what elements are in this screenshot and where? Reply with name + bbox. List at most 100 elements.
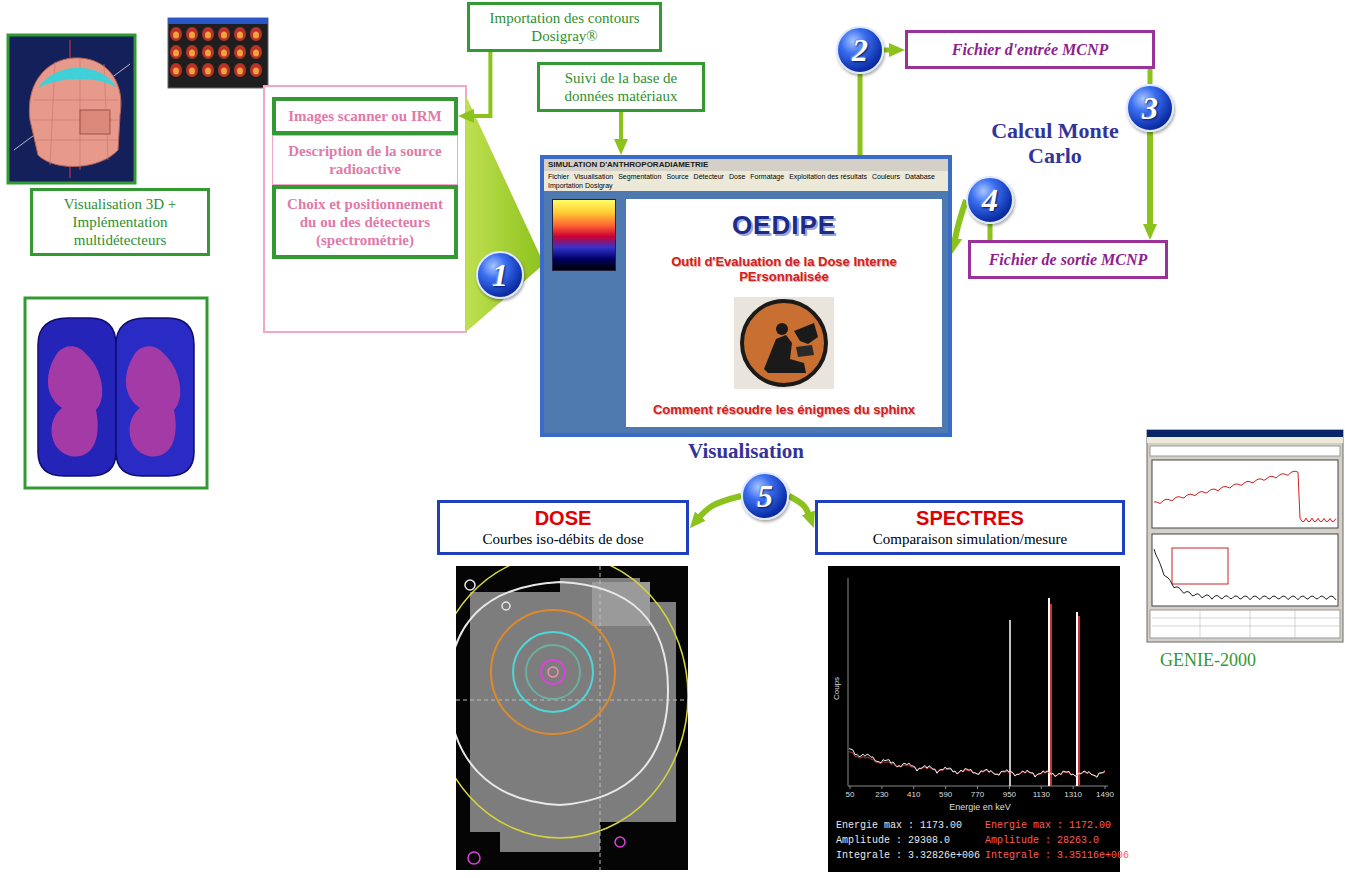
menu-item: Fichier: [548, 172, 569, 181]
readout-text: Energie max : 1173.00: [836, 820, 962, 832]
genie-software-screenshot-part: [1152, 534, 1338, 606]
head-model-illustration-part: [29, 58, 121, 167]
ct-slices-image-part: [186, 63, 198, 77]
step-number: 1: [476, 251, 524, 299]
box-text: Description de la source radioactive: [279, 142, 451, 178]
flow-arrow: [988, 224, 993, 240]
ct-slices-image-part: [250, 63, 262, 77]
genie-software-screenshot-part: [1152, 460, 1338, 528]
spectrum-plot-image-part: [945, 786, 946, 789]
genie-software-screenshot-part: [1152, 610, 1340, 638]
flow-arrow: [884, 48, 895, 53]
ct-slices-image-part: [202, 45, 214, 59]
result-description: Comparaison simulation/mesure: [826, 530, 1114, 548]
flow-arrow: [696, 496, 741, 521]
ct-slices-image-part: [221, 50, 227, 57]
box-text: Choix et positionnement du ou des détect…: [282, 195, 448, 249]
dose-map-image-part: [465, 580, 475, 590]
result-box: SPECTRESComparaison simulation/mesure: [815, 500, 1125, 555]
software-logo: OEDIPE: [732, 210, 836, 241]
splash-panel: OEDIPEOutil d'Evaluation de la Dose Inte…: [626, 199, 942, 427]
menu-item: Source: [666, 172, 688, 181]
spectrum-plot-image-part: [1009, 786, 1010, 789]
step-number: 3: [1126, 84, 1174, 132]
step-number-text: 5: [743, 474, 787, 518]
genie-software-screenshot: [1147, 430, 1343, 642]
genie-software-screenshot-part: [1154, 471, 1336, 521]
ct-slices-image-part: [189, 68, 195, 75]
genie-software-screenshot-part: [1150, 610, 1340, 638]
ct-slices-image-part: [189, 32, 195, 39]
ct-slices-image-part: [237, 68, 243, 75]
ct-slices-image-part: [234, 45, 246, 59]
tick-label: 590: [931, 790, 961, 800]
ct-slices-image-part: [170, 45, 182, 59]
ct-slices-image-part: [253, 50, 259, 57]
spectrum-plot-image-part: [881, 786, 882, 789]
tick-label: 230: [867, 790, 897, 800]
tick-label: 410: [899, 790, 929, 800]
detector-model-illustration-part: [116, 318, 194, 476]
window-caption: Visualisation: [544, 439, 948, 463]
ct-slices-image-part: [221, 68, 227, 75]
box-text: Suivi de la base de données matériaux: [546, 69, 696, 105]
software-motto: Comment résoudre les énigmes du sphinx: [653, 402, 915, 417]
window-body: OEDIPEOutil d'Evaluation de la Dose Inte…: [544, 191, 948, 433]
ct-slices-image-part: [168, 18, 268, 88]
ct-slices-image-part: [173, 68, 179, 75]
menu-bar: FichierVisualisationSegmentationSourceDé…: [544, 171, 948, 191]
flow-arrow: [954, 200, 966, 244]
dose-map-image-part: [502, 602, 510, 610]
step-number-text: 4: [968, 178, 1012, 222]
readout-text: Energie max : 1172.00: [985, 820, 1111, 832]
flow-arrow: [619, 112, 623, 145]
ct-slices-image-part: [253, 68, 259, 75]
ct-slices-image-part: [250, 45, 262, 59]
software-window: SIMULATION D'ANTHROPORADIAMETRIEFichierV…: [540, 155, 952, 437]
dose-map-image-part: [541, 660, 565, 684]
color-scale: [552, 199, 616, 271]
detector-model-illustration-part: [38, 318, 116, 476]
brand-label: GENIE-2000: [1160, 650, 1256, 672]
dose-map-image-part: [615, 837, 625, 847]
genie-software-screenshot-part: [1147, 437, 1343, 443]
ct-slices-image-part: [237, 32, 243, 39]
step-number: 2: [836, 26, 884, 74]
feature-box: Visualisation 3D + Implémentation multid…: [30, 188, 210, 256]
ct-slices-image-part: [234, 63, 246, 77]
spectrum-plot-image-part: [1078, 616, 1080, 786]
step-number: 5: [741, 472, 789, 520]
spectrum-plot-image-part: [1048, 598, 1050, 786]
head-model-illustration-part: [38, 68, 117, 88]
dose-map-image-part: [526, 645, 580, 699]
input-box: Description de la source radioactive: [272, 135, 458, 185]
menu-item: Exploitation des résultats: [789, 172, 867, 181]
result-box: DOSECourbes iso-débits de dose: [437, 500, 689, 555]
dose-map-image-part: [468, 852, 480, 864]
detector-model-illustration-part: [25, 298, 207, 488]
step-number-text: 2: [838, 28, 882, 72]
detector-model-illustration-part: [48, 346, 102, 456]
ct-slices-image-part: [218, 63, 230, 77]
dose-map-image-part: [456, 582, 668, 805]
ct-slices-image-part: [221, 32, 227, 39]
step-number-text: 1: [478, 253, 522, 297]
axis-label: Coups: [832, 677, 842, 700]
file-box: Fichier d'entrée MCNP: [905, 30, 1155, 69]
spectrum-plot-image-part: [1041, 786, 1042, 789]
head-model-illustration-part: [32, 58, 120, 170]
step-number: 4: [966, 176, 1014, 224]
dose-map-image-part: [456, 566, 688, 838]
spectrum-plot-image-part: [1076, 612, 1078, 786]
tick-label: 1130: [1026, 790, 1056, 800]
spectrum-plot-image-part: [849, 752, 1105, 777]
ct-slices-image-part: [234, 27, 246, 41]
readout-text: Amplitude : 29308.0: [836, 835, 950, 847]
step-number-text: 3: [1128, 86, 1172, 130]
box-text: Fichier d'entrée MCNP: [916, 40, 1144, 59]
dose-map-image: [456, 566, 688, 870]
ct-slices-image-part: [205, 32, 211, 39]
